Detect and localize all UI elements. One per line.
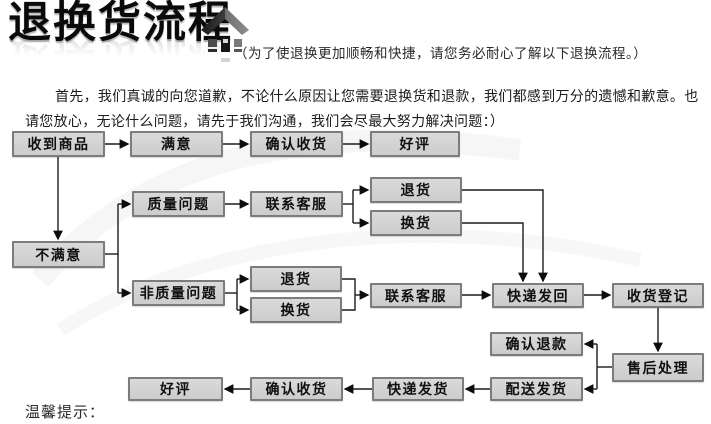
page-subtitle: （为了使退换更加顺畅和快捷，请您务必耐心了解以下退换流程。） [234, 46, 648, 61]
flow-node-satisfied: 满意 [130, 131, 223, 157]
flow-node-return-quality: 退货 [370, 177, 462, 203]
flow-node-receipt-registration: 收货登记 [612, 283, 704, 308]
flow-node-confirm-receipt-top: 确认收货 [250, 131, 343, 157]
page-title: 退换货流程 [8, 0, 233, 47]
flow-node-contact-service-1: 联系客服 [250, 191, 343, 217]
connector [462, 189, 548, 283]
flow-node-good-review-bottom: 好评 [128, 377, 223, 401]
flow-node-good-review-top: 好评 [370, 131, 460, 157]
house-logo-icon [201, 7, 249, 62]
flow-node-non-quality-issue: 非质量问题 [132, 280, 225, 306]
flow-node-return-nonquality: 退货 [250, 266, 342, 292]
flow-node-contact-service-2: 联系客服 [370, 283, 462, 308]
flow-node-confirm-refund: 确认退款 [490, 332, 583, 356]
flow-node-exchange-nonquality: 换货 [250, 297, 342, 323]
connector [462, 222, 528, 283]
warm-tip-label: 温馨提示： [25, 404, 106, 421]
flow-node-express-delivery: 快递发货 [372, 377, 464, 401]
flow-node-dispatch-shipment: 配送发货 [490, 377, 583, 401]
flow-node-exchange-quality: 换货 [370, 210, 462, 236]
flow-node-unsatisfied: 不满意 [12, 241, 105, 268]
flow-node-quality-issue: 质量问题 [132, 191, 225, 217]
page-title-block: 退换货流程 退换货流程 [8, 0, 233, 80]
intro-paragraph: 首先，我们真诚的向您道歉，不论什么原因让您需要退换货和退款，我们都感到万分的遗憾… [25, 88, 699, 129]
flow-node-confirm-receipt-bottom: 确认收货 [250, 377, 343, 401]
flow-node-after-sales-handling: 售后处理 [612, 353, 704, 382]
connector [342, 278, 356, 311]
flow-node-received-goods: 收到商品 [12, 131, 105, 157]
flow-node-express-send-back: 快递发回 [492, 283, 584, 308]
